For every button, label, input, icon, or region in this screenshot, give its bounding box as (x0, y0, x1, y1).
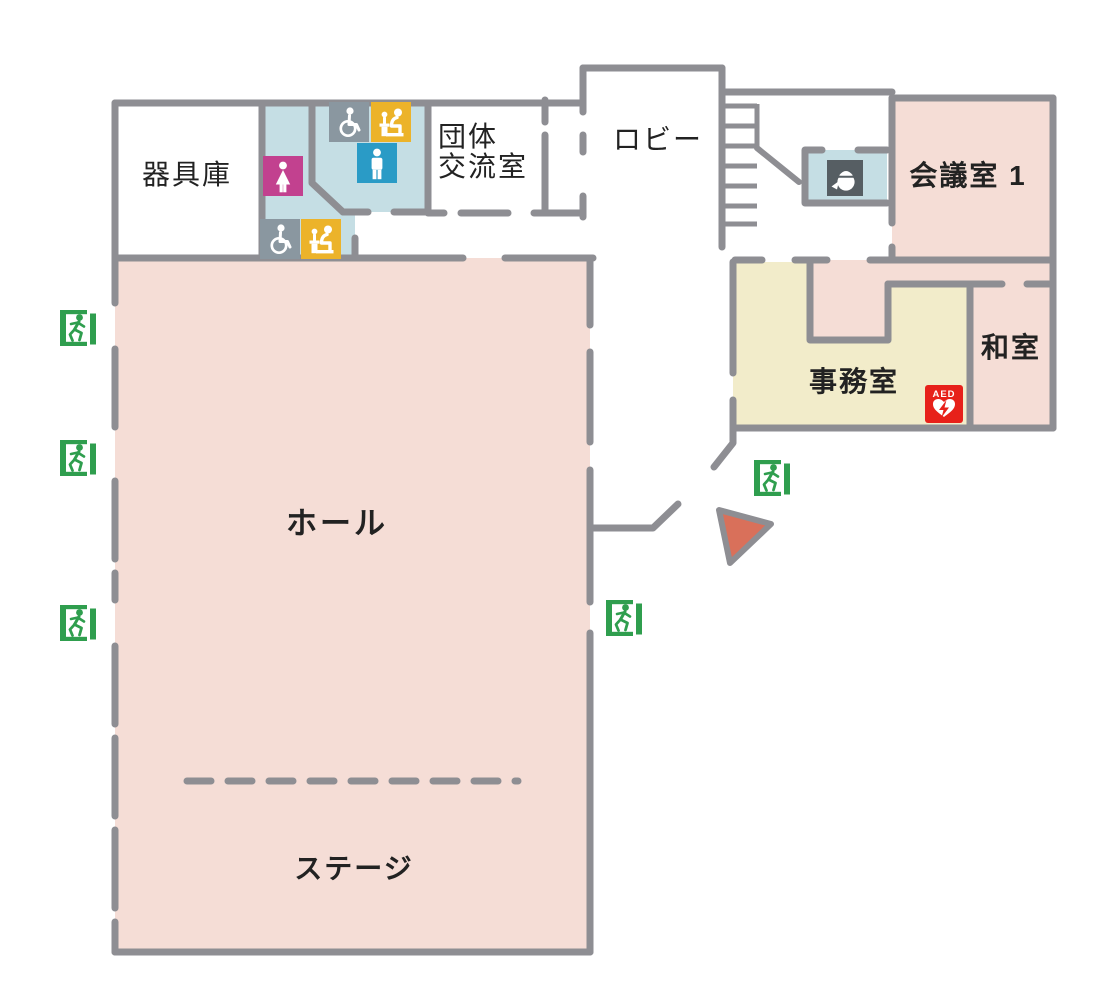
label-stage: ステージ (294, 853, 413, 884)
hall-room (115, 258, 590, 952)
kettle-icon (826, 159, 864, 197)
wheelchair-icon (327, 100, 371, 144)
meeting-room-1-room (892, 98, 1053, 260)
emergency-exit-icon (602, 596, 646, 640)
wall-counter-nook (806, 258, 892, 344)
wall-office-left (710, 258, 737, 471)
emergency-exit-icon (56, 306, 100, 350)
label-hall: ホール (286, 506, 388, 541)
wall-restroom-interior (308, 99, 347, 216)
walls (111, 64, 1057, 956)
stairs (722, 103, 802, 227)
women-icon (263, 156, 303, 196)
entrance-triangle-marker (716, 507, 774, 566)
baby-care-icon (299, 217, 343, 261)
label-lobby: ロビー (613, 124, 703, 155)
japanese-room-room (970, 284, 1053, 428)
wheelchair-icon (258, 217, 302, 261)
stair-treads (722, 103, 757, 227)
men-icon (357, 143, 397, 183)
stair-rail-diagonal (754, 145, 802, 185)
label-group-exchange-line1: 団体 (438, 121, 498, 152)
baby-care-icon (369, 100, 413, 144)
room-fills (115, 98, 1053, 952)
emergency-exit-icon (56, 436, 100, 480)
office-room (733, 262, 970, 428)
wall-group-room-bottom-dashed (424, 192, 587, 221)
label-japanese-room: 和室 (981, 331, 1041, 363)
label-office: 事務室 (809, 365, 899, 397)
counter-nook (810, 260, 888, 340)
label-group-exchange-line2: 交流室 (438, 151, 528, 182)
label-meeting-room-1: 会議室 1 (909, 159, 1026, 191)
emergency-exit-icon (56, 601, 100, 645)
label-equipment-storage: 器具庫 (142, 159, 232, 190)
emergency-exit-icon (750, 456, 794, 500)
wall-entrance-funnel (588, 500, 682, 532)
wall-hot-water (801, 146, 891, 207)
aed-icon-label: AED (932, 389, 955, 400)
